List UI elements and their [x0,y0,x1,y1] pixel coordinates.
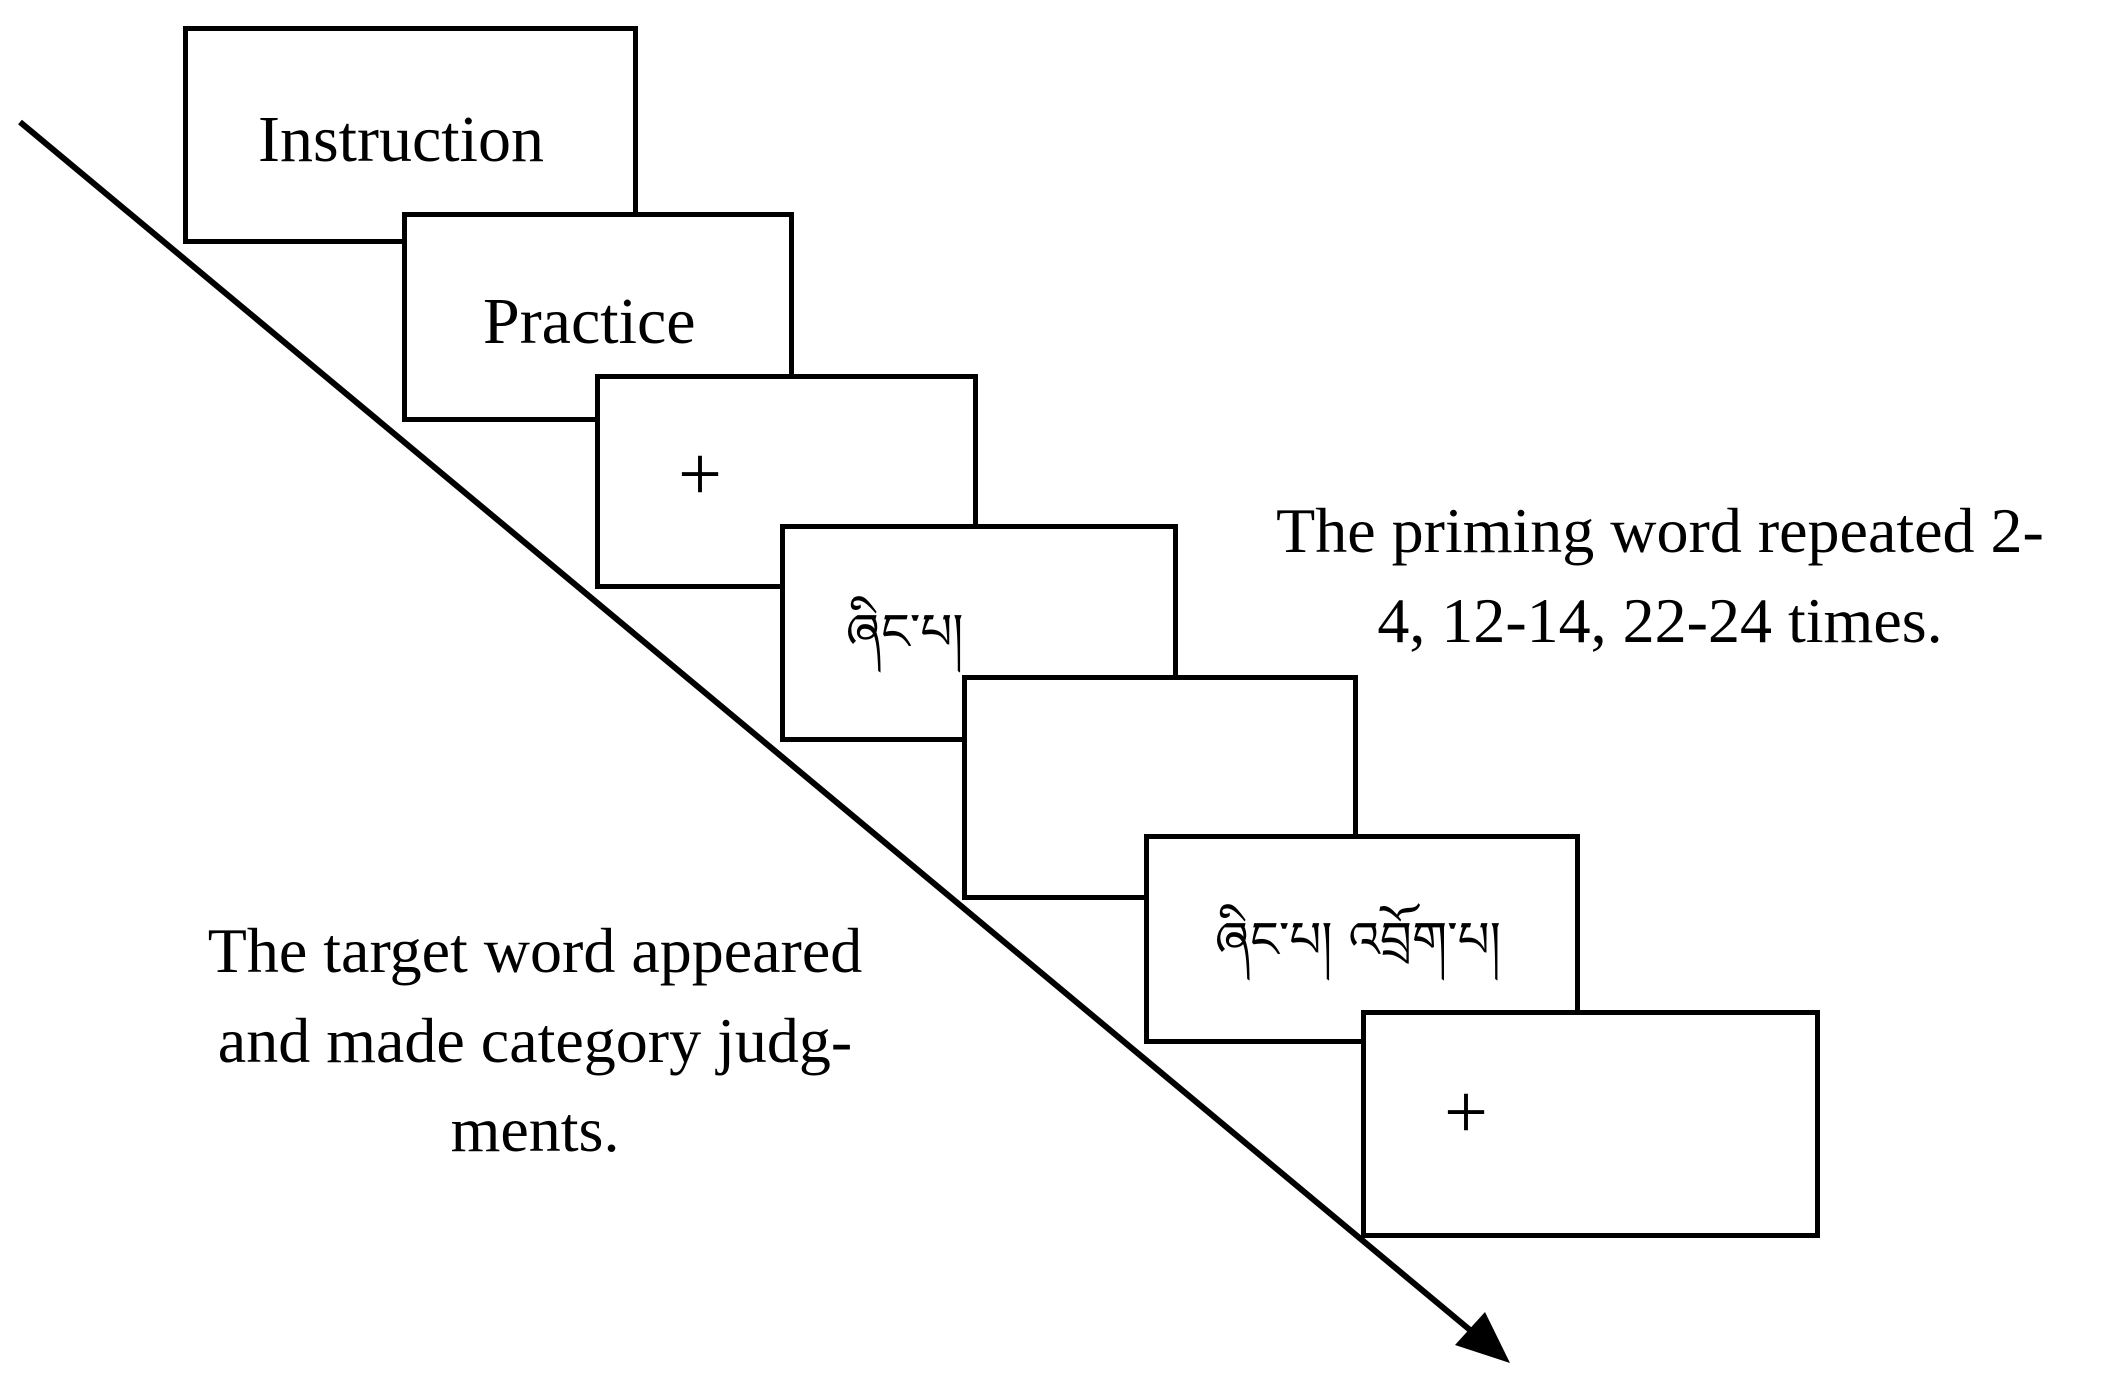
target-caption-line-1: The target word appeared [207,915,863,986]
timeline-arrow-shaft [18,119,1478,1338]
instruction-label: Instruction [258,103,544,176]
priming-caption: The priming word repeated 2- 4, 12-14, 2… [1200,486,2120,665]
priming-caption-line-2: 4, 12-14, 22-24 times. [1377,584,1943,656]
target-caption-line-2: and made category judg- [217,1004,853,1076]
fixation-cross-1: + [678,430,722,517]
priming-caption-line-1: The priming word repeated 2- [1276,495,2044,566]
target-caption-line-3: ments. [450,1094,620,1166]
target-caption: The target word appeared and made catego… [110,906,960,1175]
priming-word-text: ཞིང་པ། [846,603,964,661]
fixation-cross-2: + [1444,1068,1488,1155]
target-word-frame: ཞིང་པ། འབྲོག་པ། [1144,834,1580,1044]
target-word-text: ཞིང་པ། འབྲོག་པ། [1215,911,1501,969]
practice-label: Practice [483,285,696,358]
timeline-arrow-head [1455,1312,1510,1363]
fixation-frame-2: + [1361,1010,1820,1238]
